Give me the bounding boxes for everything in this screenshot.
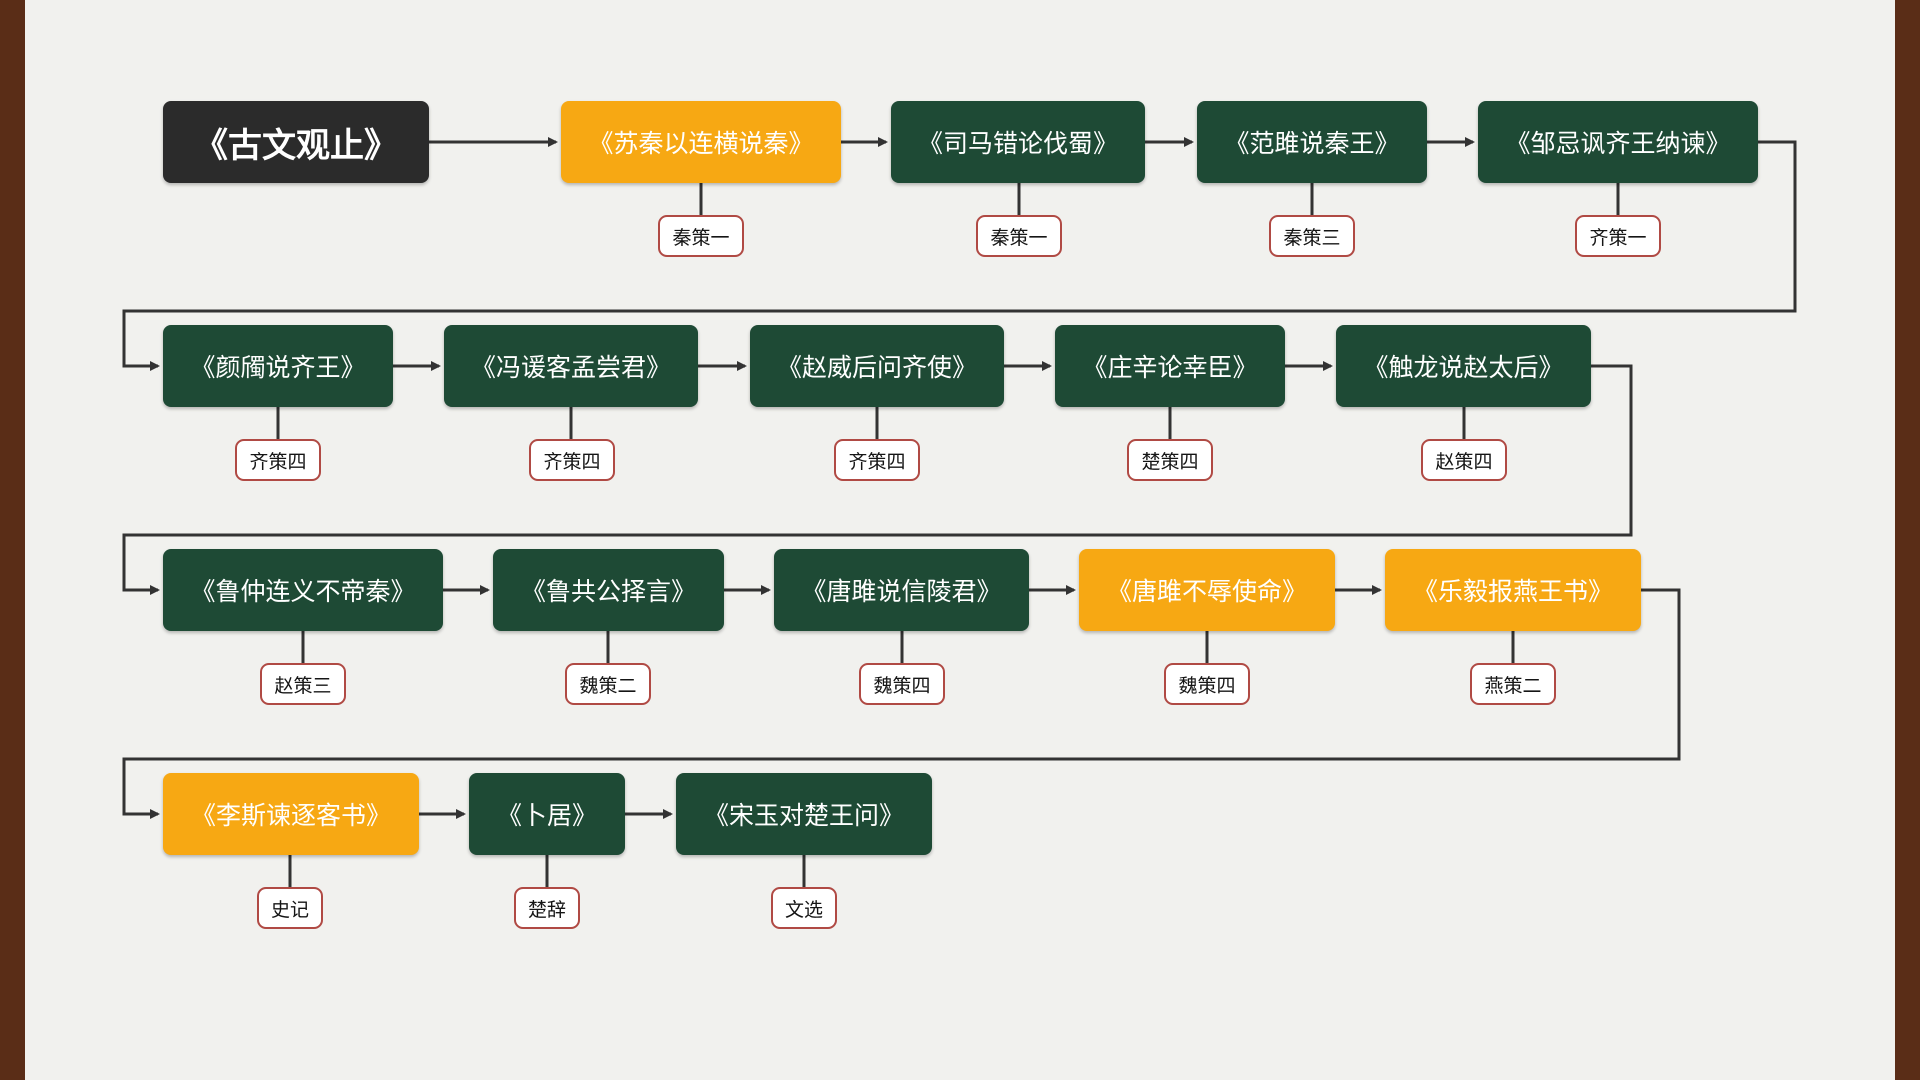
source-tag-n2: 秦策一 [976, 215, 1062, 257]
node-n8[interactable]: 《庄辛论幸臣》 [1055, 325, 1285, 407]
source-tag-n3: 秦策三 [1269, 215, 1355, 257]
node-n7[interactable]: 《赵威后问齐使》 [750, 325, 1004, 407]
source-tag-n15: 史记 [257, 887, 323, 929]
source-tag-n7: 齐策四 [834, 439, 920, 481]
node-n5[interactable]: 《颜斶说齐王》 [163, 325, 393, 407]
node-n12[interactable]: 《唐雎说信陵君》 [774, 549, 1029, 631]
node-n16[interactable]: 《卜居》 [469, 773, 625, 855]
source-tag-n6: 齐策四 [529, 439, 615, 481]
connector-10 [122, 364, 1633, 595]
connector-layer [122, 137, 1797, 887]
node-n2[interactable]: 《司马错论伐蜀》 [891, 101, 1145, 183]
source-tag-n12: 魏策四 [859, 663, 945, 705]
node-n15[interactable]: 《李斯谏逐客书》 [163, 773, 419, 855]
connector-5 [122, 140, 1797, 371]
node-n11[interactable]: 《鲁共公择言》 [493, 549, 724, 631]
diagram-canvas: 《古文观止》 《苏秦以连横说秦》 秦策一 《司马错论伐蜀》 秦策一 《范雎说秦王… [25, 0, 1895, 1080]
connector-15 [122, 588, 1681, 819]
node-n3[interactable]: 《范雎说秦王》 [1197, 101, 1427, 183]
source-tag-n17: 文选 [771, 887, 837, 929]
source-tag-n14: 燕策二 [1470, 663, 1556, 705]
source-tag-n16: 楚辞 [514, 887, 580, 929]
node-n6[interactable]: 《冯谖客孟尝君》 [444, 325, 698, 407]
node-n10[interactable]: 《鲁仲连义不帝秦》 [163, 549, 443, 631]
node-n14[interactable]: 《乐毅报燕王书》 [1385, 549, 1641, 631]
node-n13[interactable]: 《唐雎不辱使命》 [1079, 549, 1335, 631]
source-tag-n9: 赵策四 [1421, 439, 1507, 481]
node-n9[interactable]: 《触龙说赵太后》 [1336, 325, 1591, 407]
source-tag-n1: 秦策一 [658, 215, 744, 257]
source-tag-n5: 齐策四 [235, 439, 321, 481]
node-n1[interactable]: 《苏秦以连横说秦》 [561, 101, 841, 183]
source-tag-n11: 魏策二 [565, 663, 651, 705]
source-tag-n4: 齐策一 [1575, 215, 1661, 257]
source-tag-n8: 楚策四 [1127, 439, 1213, 481]
node-n4[interactable]: 《邹忌讽齐王纳谏》 [1478, 101, 1758, 183]
root-node[interactable]: 《古文观止》 [163, 101, 429, 183]
source-tag-n10: 赵策三 [260, 663, 346, 705]
source-tag-n13: 魏策四 [1164, 663, 1250, 705]
node-n17[interactable]: 《宋玉对楚王问》 [676, 773, 932, 855]
